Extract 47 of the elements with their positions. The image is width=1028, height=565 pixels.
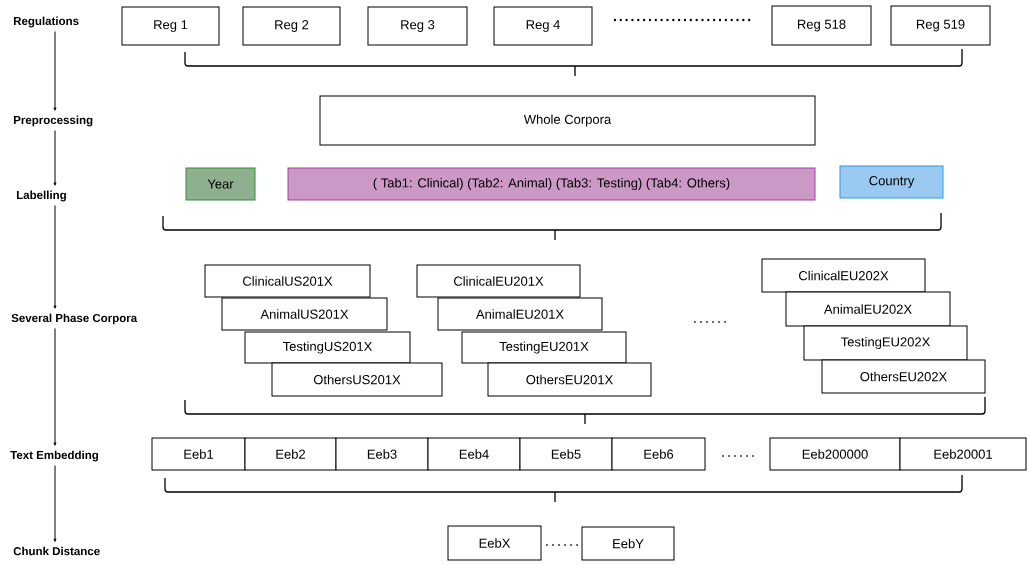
arrow bbox=[53, 205, 57, 309]
ellipsis: ...... bbox=[546, 544, 578, 546]
regulation-box: Reg 518 bbox=[771, 5, 872, 46]
corpus-box: Whole Corpora bbox=[319, 95, 816, 146]
stage-label: Text Embedding bbox=[10, 450, 99, 462]
arrow bbox=[53, 130, 57, 186]
stage-label: Regulations bbox=[13, 16, 79, 28]
corpus-box: ClinicalEU202X bbox=[761, 258, 926, 293]
arrow bbox=[53, 465, 57, 542]
label-tag: ( Tab1: Clinical) (Tab2: Animal) (Tab3: Testing) (Tab4: Others) bbox=[287, 167, 816, 201]
arrow bbox=[53, 328, 57, 446]
regulation-box: Reg 4 bbox=[493, 6, 593, 46]
corpus-box: ClinicalEU201X bbox=[416, 264, 581, 298]
regulation-box: Reg 2 bbox=[242, 6, 341, 46]
stage-label: Several Phase Corpora bbox=[11, 313, 138, 325]
embedding-box: Eeb2 bbox=[244, 437, 337, 471]
regulation-box: Reg 519 bbox=[890, 5, 991, 46]
label-tag: Year bbox=[185, 167, 256, 201]
embedding-box: Eeb200000 bbox=[769, 437, 901, 471]
embedding-box: Eeb4 bbox=[427, 437, 521, 471]
ellipsis: ...... bbox=[722, 455, 754, 457]
embedding-box: Eeb20001 bbox=[899, 437, 1027, 471]
embedding-box: Eeb6 bbox=[611, 437, 706, 471]
embedding-box: Eeb3 bbox=[335, 437, 429, 471]
stage-label: Chunk Distance bbox=[13, 546, 100, 556]
regulation-box: Reg 3 bbox=[367, 6, 468, 46]
corpus-box: TestingUS201X bbox=[244, 331, 411, 364]
label-tag: Country bbox=[839, 165, 944, 199]
embedding-box: Eeb5 bbox=[519, 437, 613, 471]
stage-label: Labelling bbox=[16, 190, 66, 202]
embedding-box: EebX bbox=[447, 525, 542, 561]
ellipsis: ........................ bbox=[613, 18, 751, 22]
corpus-box: ClinicalUS201X bbox=[204, 264, 371, 298]
regulation-box: Reg 1 bbox=[121, 6, 220, 46]
embedding-box: EebY bbox=[581, 526, 675, 561]
corpus-box: AnimalEU202X bbox=[785, 291, 951, 327]
ellipsis: ...... bbox=[694, 321, 726, 323]
corpus-box: OthersEU201X bbox=[487, 362, 652, 397]
corpus-box: TestingEU201X bbox=[461, 331, 627, 364]
corpus-box: AnimalUS201X bbox=[221, 297, 388, 331]
embedding-box: Eeb1 bbox=[151, 437, 246, 471]
stage-label: Preprocessing bbox=[13, 115, 93, 127]
corpus-box: TestingEU202X bbox=[803, 325, 968, 361]
corpus-box: OthersEU202X bbox=[821, 359, 986, 394]
arrow bbox=[53, 31, 57, 111]
corpus-box: AnimalEU201X bbox=[437, 297, 603, 331]
corpus-box: OthersUS201X bbox=[271, 362, 443, 397]
